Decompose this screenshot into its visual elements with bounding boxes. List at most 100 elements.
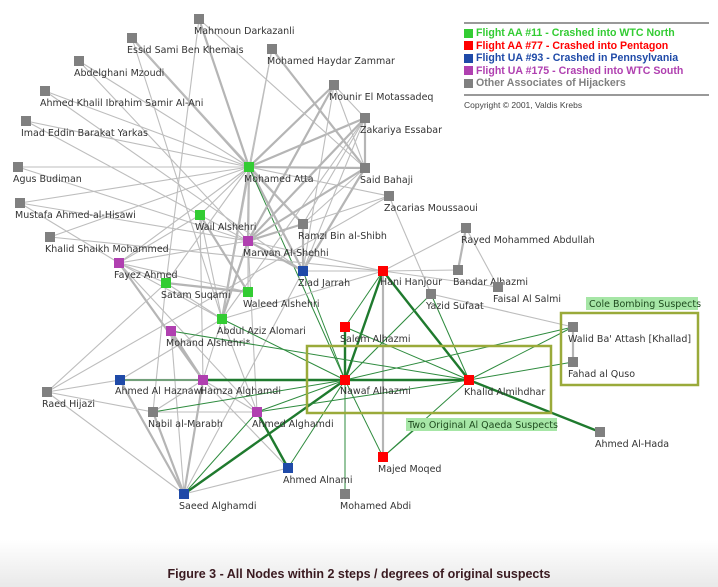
edge-wail-waleed [199, 214, 249, 293]
node-binalshibh[interactable]: Ramzi Bin al-Shibh [298, 219, 387, 242]
node-nawaf[interactable]: Nawaf Alhazmi [340, 375, 411, 397]
node-square-icon[interactable] [378, 452, 388, 462]
edge-motassadeq-bahaji [333, 84, 366, 169]
legend-item-ua93: Flight UA #93 - Crashed in Pennsylvania [464, 52, 709, 65]
node-saeed[interactable]: Saeed Alghamdi [179, 489, 257, 512]
node-suqami[interactable]: Satam Suqami [161, 278, 230, 301]
node-hanjour[interactable]: Hani Hanjour [378, 266, 442, 288]
node-marabh[interactable]: Nabil al-Marabh [148, 407, 223, 430]
node-ahmedg[interactable]: Ahmed Alghamdi [252, 407, 334, 430]
node-square-icon[interactable] [74, 56, 84, 66]
node-square-icon[interactable] [166, 326, 176, 336]
node-square-icon[interactable] [464, 375, 474, 385]
node-square-icon[interactable] [360, 113, 370, 123]
node-alnami[interactable]: Ahmed Alnami [283, 463, 353, 486]
node-zammar[interactable]: Mohamed Haydar Zammar [267, 44, 395, 67]
node-square-icon[interactable] [340, 375, 350, 385]
node-square-icon[interactable] [340, 489, 350, 499]
node-square-icon[interactable] [426, 289, 436, 299]
node-walid[interactable]: Walid Ba' Attash [Khallad] [568, 322, 691, 345]
edge-hanjour-khalid [382, 270, 470, 381]
edge-hanjour-nawaf [343, 270, 385, 381]
node-square-icon[interactable] [198, 375, 208, 385]
node-square-icon[interactable] [298, 219, 308, 229]
node-hamza[interactable]: Hamza Alghamdi [198, 375, 281, 397]
node-haznawi[interactable]: Ahmed Al Haznawi [115, 375, 204, 397]
node-hijazi[interactable]: Raed Hijazi [42, 387, 95, 410]
node-atta[interactable]: Mohamed Atta [244, 162, 314, 185]
edge-hanjour-faisal [382, 270, 499, 288]
edge-essabar-jarrah [302, 117, 366, 272]
node-khalid[interactable]: Khalid Almihdhar [464, 375, 545, 398]
node-essabar[interactable]: Zakariya Essabar [360, 113, 442, 136]
node-abdi[interactable]: Mohamed Abdi [340, 489, 411, 512]
node-moussaoui[interactable]: Zacarias Moussaoui [384, 191, 478, 214]
node-alani[interactable]: Ahmed Khalil Ibrahim Samir Al-Ani [40, 86, 203, 109]
node-essid[interactable]: Essid Sami Ben Khemais [127, 33, 244, 56]
node-square-icon[interactable] [329, 80, 339, 90]
node-bandar[interactable]: Bandar Alhazmi [453, 265, 528, 288]
node-square-icon[interactable] [283, 463, 293, 473]
node-faisal[interactable]: Faisal Al Salmi [493, 282, 561, 305]
node-label: Said Bahaji [360, 175, 413, 186]
node-omari[interactable]: Abdul Aziz Alomari [217, 314, 306, 337]
node-square-icon[interactable] [115, 375, 125, 385]
node-square-icon[interactable] [595, 427, 605, 437]
node-square-icon[interactable] [298, 266, 308, 276]
node-hada[interactable]: Ahmed Al-Hada [595, 427, 669, 450]
node-square-icon[interactable] [195, 210, 205, 220]
node-square-icon[interactable] [148, 407, 158, 417]
node-square-icon[interactable] [21, 116, 31, 126]
node-sufaat[interactable]: Yazid Sufaat [425, 289, 484, 312]
node-square-icon[interactable] [360, 163, 370, 173]
node-square-icon[interactable] [568, 357, 578, 367]
node-budiman[interactable]: Agus Budiman [13, 162, 82, 185]
node-square-icon[interactable] [179, 489, 189, 499]
node-square-icon[interactable] [194, 14, 204, 24]
node-square-icon[interactable] [493, 282, 503, 292]
legend-label: Flight UA #175 - Crashed into WTC South [476, 64, 684, 77]
node-rayed[interactable]: Rayed Mohammed Abdullah [461, 223, 595, 246]
node-square-icon[interactable] [161, 278, 171, 288]
node-motassadeq[interactable]: Mounir El Motassadeq [329, 80, 433, 103]
edge-atta-ksm [49, 166, 250, 238]
node-square-icon[interactable] [568, 322, 578, 332]
node-hisawi[interactable]: Mustafa Ahmed-al-Hisawi [15, 198, 136, 221]
node-label: Marwan Al-Shehhi [243, 248, 329, 259]
node-square-icon[interactable] [243, 287, 253, 297]
node-square-icon[interactable] [243, 236, 253, 246]
node-wail[interactable]: Wail Alshehri [195, 210, 256, 233]
node-marwan[interactable]: Marwan Al-Shehhi [243, 236, 329, 259]
node-square-icon[interactable] [267, 44, 277, 54]
node-square-icon[interactable] [114, 258, 124, 268]
node-square-icon[interactable] [15, 198, 25, 208]
node-fayez[interactable]: Fayez Ahmed [114, 258, 178, 281]
node-square-icon[interactable] [378, 266, 388, 276]
node-square-icon[interactable] [461, 223, 471, 233]
node-jarrah[interactable]: Ziad Jarrah [298, 266, 350, 289]
node-fahad[interactable]: Fahad al Quso [568, 357, 635, 380]
node-square-icon[interactable] [42, 387, 52, 397]
node-ksm[interactable]: Khalid Shaikh Mohammed [45, 232, 169, 255]
node-mahmoun[interactable]: Mahmoun Darkazanli [194, 14, 294, 37]
node-square-icon[interactable] [217, 314, 227, 324]
node-square-icon[interactable] [244, 162, 254, 172]
node-square-icon[interactable] [453, 265, 463, 275]
node-mohand[interactable]: Mohand Alshehri* [166, 326, 250, 349]
node-moqed[interactable]: Majed Moqed [378, 452, 441, 475]
node-yarkas[interactable]: Imad Eddin Barakat Yarkas [21, 116, 148, 139]
node-square-icon[interactable] [127, 33, 137, 43]
node-bahaji[interactable]: Said Bahaji [360, 163, 413, 186]
node-waleed[interactable]: Waleed Alshehri [243, 287, 320, 310]
node-square-icon[interactable] [45, 232, 55, 242]
node-mzoudi[interactable]: Abdelghani Mzoudi [74, 56, 164, 79]
node-square-icon[interactable] [40, 86, 50, 96]
figure-caption: Figure 3 - All Nodes within 2 steps / de… [167, 567, 551, 581]
node-square-icon[interactable] [13, 162, 23, 172]
node-salem[interactable]: Salem Alhazmi [340, 322, 410, 345]
node-square-icon[interactable] [252, 407, 262, 417]
node-square-icon[interactable] [384, 191, 394, 201]
edge-zammar-bahaji [271, 48, 366, 169]
node-square-icon[interactable] [340, 322, 350, 332]
edge-marwan-jarrah [247, 240, 304, 272]
